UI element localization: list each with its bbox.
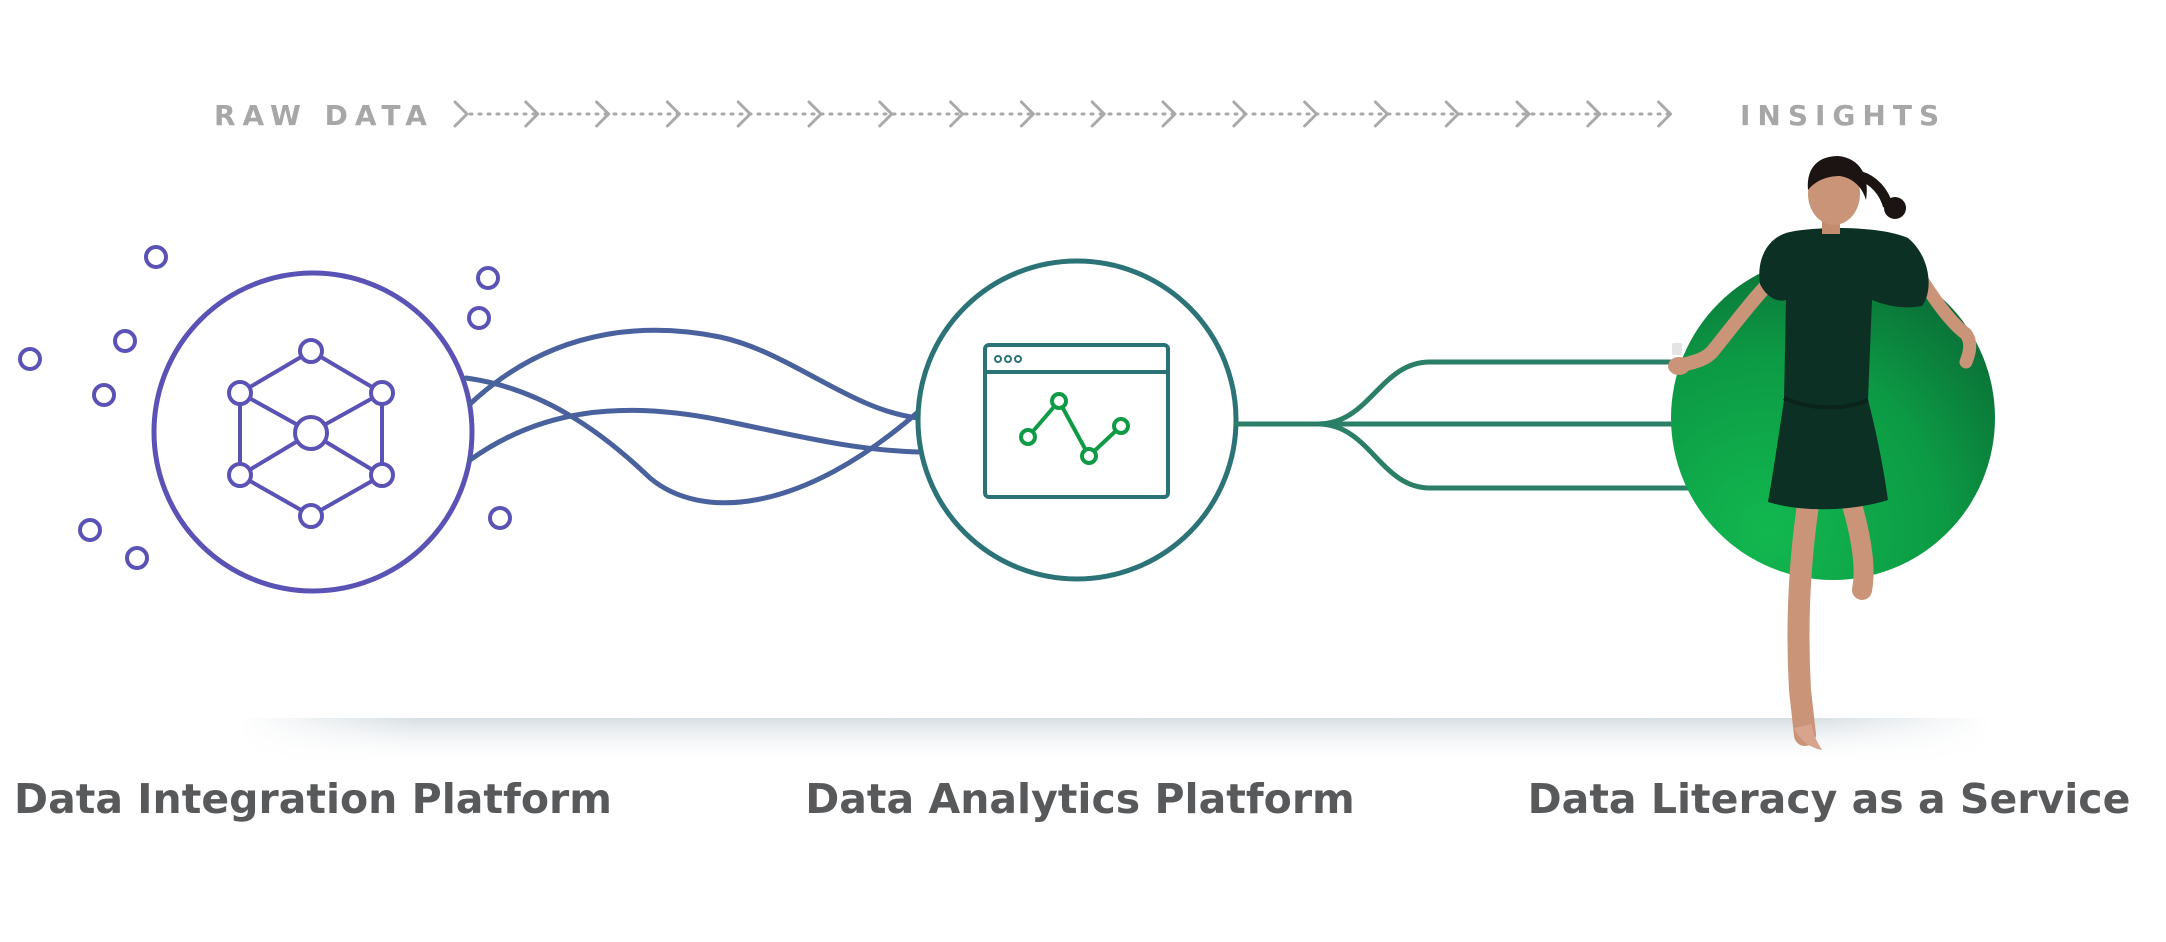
flow-chevron-icon — [1444, 100, 1460, 128]
integration-circle — [151, 270, 475, 594]
analytics-stage — [915, 258, 1239, 582]
flow-arrows — [453, 100, 1673, 128]
person-photo — [1668, 156, 1977, 750]
flow-chevron-icon — [1657, 100, 1673, 128]
literacy-service-label: Data Literacy as a Service — [1527, 775, 2131, 823]
integration-stage — [18, 245, 512, 594]
floor-shadow — [240, 718, 1990, 766]
flow-chevron-icon — [807, 100, 823, 128]
flow-chevron-icon — [453, 100, 469, 128]
integration-to-analytics-connectors — [463, 327, 921, 506]
insights-label: INSIGHTS — [1740, 99, 1947, 132]
flow-chevron-icon — [1303, 100, 1319, 128]
flow-chevron-icon — [1515, 100, 1531, 128]
browser-line-chart-icon — [983, 343, 1170, 499]
analytics-to-literacy-connectors — [1233, 359, 1693, 491]
flow-chevron-icon — [595, 100, 611, 128]
network-hexagon-icon — [227, 338, 395, 529]
analytics-circle — [915, 258, 1239, 582]
flow-chevron-icon — [665, 100, 681, 128]
flow-chevron-icon — [1019, 100, 1035, 128]
analytics-platform-label: Data Analytics Platform — [805, 775, 1355, 823]
flow-chevron-icon — [1373, 100, 1389, 128]
flow-chevron-icon — [524, 100, 540, 128]
flow-chevron-icon — [1090, 100, 1106, 128]
literacy-stage — [1668, 156, 1995, 750]
flow-chevron-icon — [878, 100, 894, 128]
flow-chevron-icon — [1161, 100, 1177, 128]
flow-chevron-icon — [736, 100, 752, 128]
data-particles — [18, 245, 512, 570]
flow-chevron-icon — [1586, 100, 1602, 128]
flow-chevron-icon — [1232, 100, 1248, 128]
integration-platform-label: Data Integration Platform — [14, 775, 612, 823]
flow-chevron-icon — [949, 100, 965, 128]
raw-data-label: RAW DATA — [214, 99, 434, 132]
